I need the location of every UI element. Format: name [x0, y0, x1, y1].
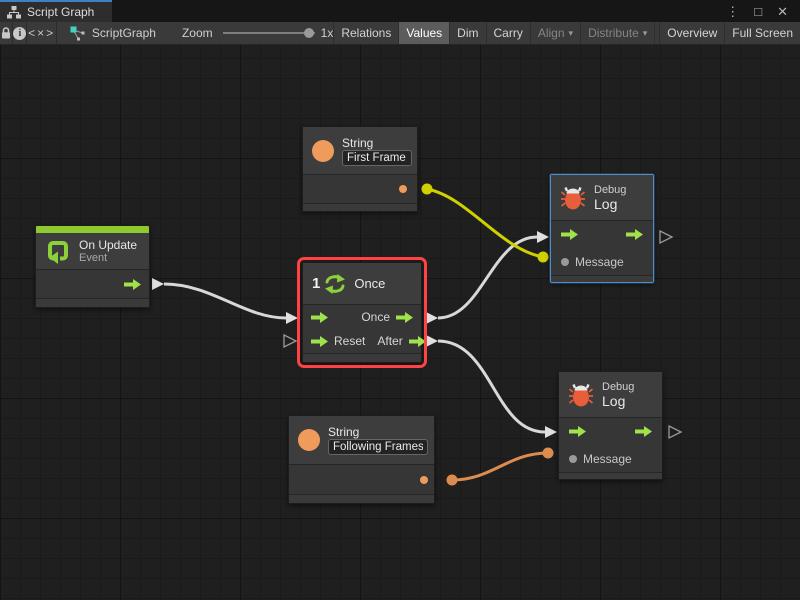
inspect-button[interactable]: i	[13, 22, 28, 44]
after-output-label: After	[377, 334, 403, 348]
node-title: Log	[602, 392, 626, 409]
variables-button[interactable]: <×>	[27, 22, 57, 44]
toolbar: i <×> ScriptGraph Zoom 1x Relations Valu…	[0, 22, 800, 45]
zoom-label: Zoom	[181, 26, 213, 40]
toolbar-buttons: Relations Values Dim Carry Align ▾ Distr…	[333, 22, 800, 44]
zoom-slider[interactable]	[222, 28, 315, 38]
once-output-label: Once	[361, 310, 390, 324]
string-value-input[interactable]	[342, 149, 412, 166]
string-type-icon	[312, 139, 334, 162]
graph-name-label: ScriptGraph	[91, 26, 156, 40]
message-input-port[interactable]	[561, 257, 569, 266]
flow-output-port[interactable]	[635, 426, 652, 437]
once-digit: 1	[312, 275, 321, 292]
node-on-update[interactable]: On Update Event	[35, 225, 150, 308]
after-output-port[interactable]	[408, 335, 426, 347]
node-category: Debug	[602, 380, 635, 393]
overview-button[interactable]: Overview	[659, 22, 724, 44]
tab-title: Script Graph	[27, 5, 95, 19]
lock-button[interactable]	[0, 22, 14, 44]
chevron-down-icon: ▾	[642, 27, 648, 38]
flow-input-port[interactable]	[569, 426, 586, 437]
fullscreen-button[interactable]: Full Screen	[724, 22, 800, 44]
message-input-port[interactable]	[569, 454, 577, 463]
update-loop-icon	[48, 241, 68, 264]
graph-selector[interactable]: ScriptGraph	[70, 26, 156, 41]
bug-icon	[560, 186, 586, 209]
title-bar: Script Graph ⋮ □ ✕	[0, 0, 800, 22]
flow-output-port[interactable]	[124, 278, 141, 290]
code-icon: <×>	[28, 26, 56, 40]
node-footer	[289, 494, 434, 503]
node-title: String	[342, 135, 374, 150]
node-string-following-frames[interactable]: String	[288, 415, 435, 504]
relations-button[interactable]: Relations	[333, 22, 398, 44]
node-footer	[36, 298, 149, 307]
node-footer	[551, 275, 653, 282]
carry-button[interactable]: Carry	[485, 22, 530, 44]
node-once[interactable]: 1 Once Once Reset After	[297, 257, 427, 368]
event-accent-bar	[36, 226, 149, 233]
reset-input-port[interactable]	[311, 335, 328, 347]
window-controls: ⋮ □ ✕	[726, 0, 800, 22]
value-output-port[interactable]	[399, 185, 407, 193]
once-output-port[interactable]	[396, 311, 413, 323]
toolbar-separator	[654, 22, 659, 44]
graph-canvas[interactable]: String On Update Event	[0, 45, 800, 600]
node-footer	[303, 203, 417, 211]
zoom-control: Zoom 1x	[182, 26, 333, 40]
zoom-slider-handle[interactable]	[303, 28, 314, 38]
node-footer	[559, 472, 662, 479]
bug-icon	[568, 383, 594, 406]
flow-input-port[interactable]	[311, 311, 328, 323]
node-debug-log-2[interactable]: Debug Log Message	[558, 371, 663, 480]
maximize-icon[interactable]: □	[754, 3, 763, 19]
align-dropdown[interactable]: Align ▾	[529, 22, 580, 44]
value-output-port[interactable]	[420, 475, 428, 484]
tab-script-graph[interactable]: Script Graph	[0, 0, 112, 22]
lock-icon	[2, 27, 11, 39]
flow-input-port[interactable]	[561, 229, 578, 240]
node-subtitle: Event	[79, 252, 108, 264]
more-menu-icon[interactable]: ⋮	[726, 3, 740, 19]
node-title: Once	[354, 276, 386, 291]
once-cycle-icon	[325, 273, 346, 294]
distribute-dropdown[interactable]: Distribute ▾	[580, 22, 654, 44]
string-type-icon	[298, 429, 320, 451]
node-category: Debug	[594, 183, 627, 196]
graph-hierarchy-icon	[7, 5, 21, 18]
close-icon[interactable]: ✕	[777, 3, 788, 19]
script-graph-icon	[70, 26, 85, 40]
chevron-down-icon: ▾	[568, 27, 574, 38]
dim-button[interactable]: Dim	[449, 22, 485, 44]
node-debug-log-1[interactable]: Debug Log Message	[550, 174, 654, 283]
node-footer	[303, 353, 421, 362]
values-button[interactable]: Values	[398, 22, 450, 44]
flow-output-port[interactable]	[626, 229, 643, 240]
node-title: On Update	[79, 238, 138, 252]
message-label: Message	[575, 254, 624, 269]
zoom-value: 1x	[320, 26, 334, 40]
message-label: Message	[583, 451, 632, 466]
string-value-input[interactable]	[328, 439, 428, 455]
reset-label: Reset	[334, 334, 366, 348]
node-title: Log	[594, 195, 618, 212]
node-string-first-frame[interactable]: String	[302, 126, 418, 212]
node-title: String	[328, 425, 360, 439]
info-icon: i	[13, 26, 27, 40]
